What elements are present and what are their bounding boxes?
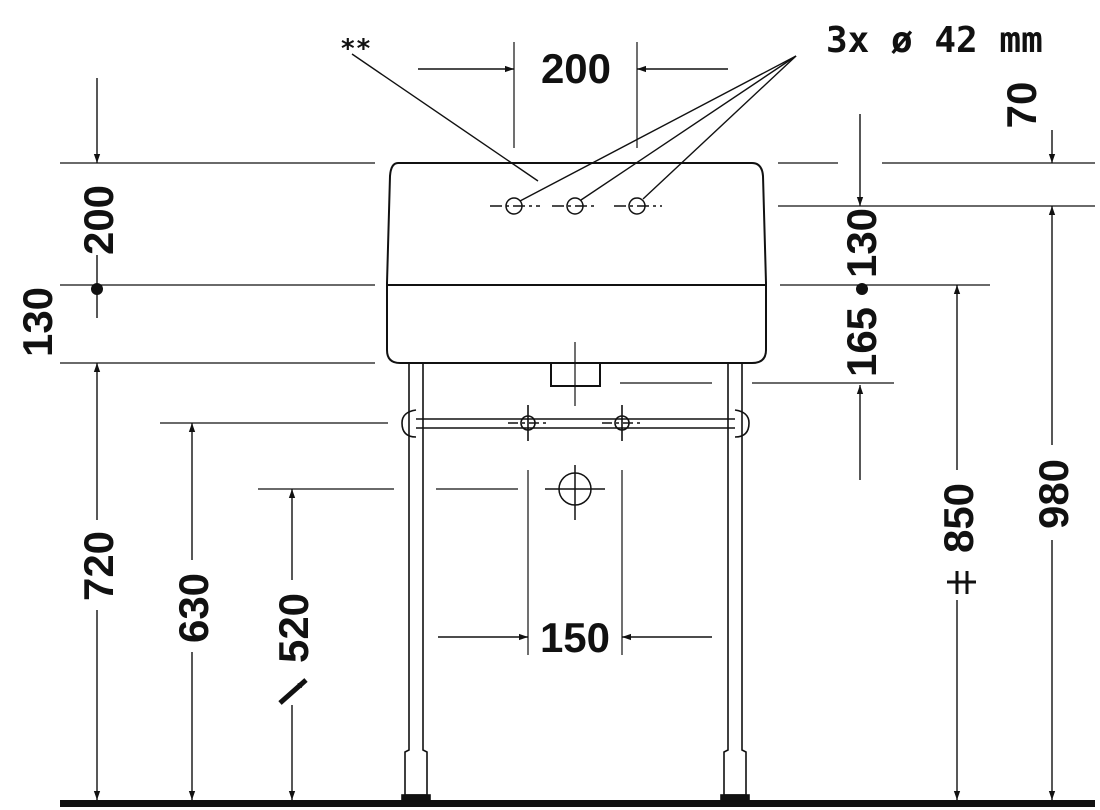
left-200-dim: 200 bbox=[75, 185, 122, 255]
dot-right bbox=[856, 283, 868, 295]
right-130-dim: 130 bbox=[838, 208, 885, 278]
holes-note: 3x ø 42 mm bbox=[826, 20, 1043, 61]
tap-holes bbox=[490, 197, 662, 215]
stand bbox=[401, 363, 750, 802]
right-70-dim: 70 bbox=[998, 82, 1045, 129]
holes-leaders bbox=[351, 53, 797, 202]
plus-minus-mark bbox=[947, 571, 976, 594]
basin bbox=[386, 162, 767, 387]
right-165-dim: 165 bbox=[838, 307, 885, 377]
floor-line bbox=[60, 800, 1095, 807]
left-630-dim: 630 bbox=[170, 573, 217, 643]
bottom-150-dim: 150 bbox=[540, 614, 610, 661]
right-980-dim: 980 bbox=[1030, 459, 1077, 529]
left-520-dim: 520 bbox=[270, 593, 317, 663]
left-130-dim: 130 bbox=[14, 287, 61, 357]
dimension-lines bbox=[93, 65, 1056, 800]
left-720-dim: 720 bbox=[75, 531, 122, 601]
right-850-dim: 850 bbox=[935, 483, 982, 553]
dot-left bbox=[91, 283, 103, 295]
note-marker: ** bbox=[340, 34, 371, 64]
top-spacing-dim: 200 bbox=[541, 45, 611, 92]
arrow-520 bbox=[278, 678, 308, 705]
waste-outlet bbox=[545, 465, 605, 520]
extension-lines bbox=[60, 42, 1095, 655]
